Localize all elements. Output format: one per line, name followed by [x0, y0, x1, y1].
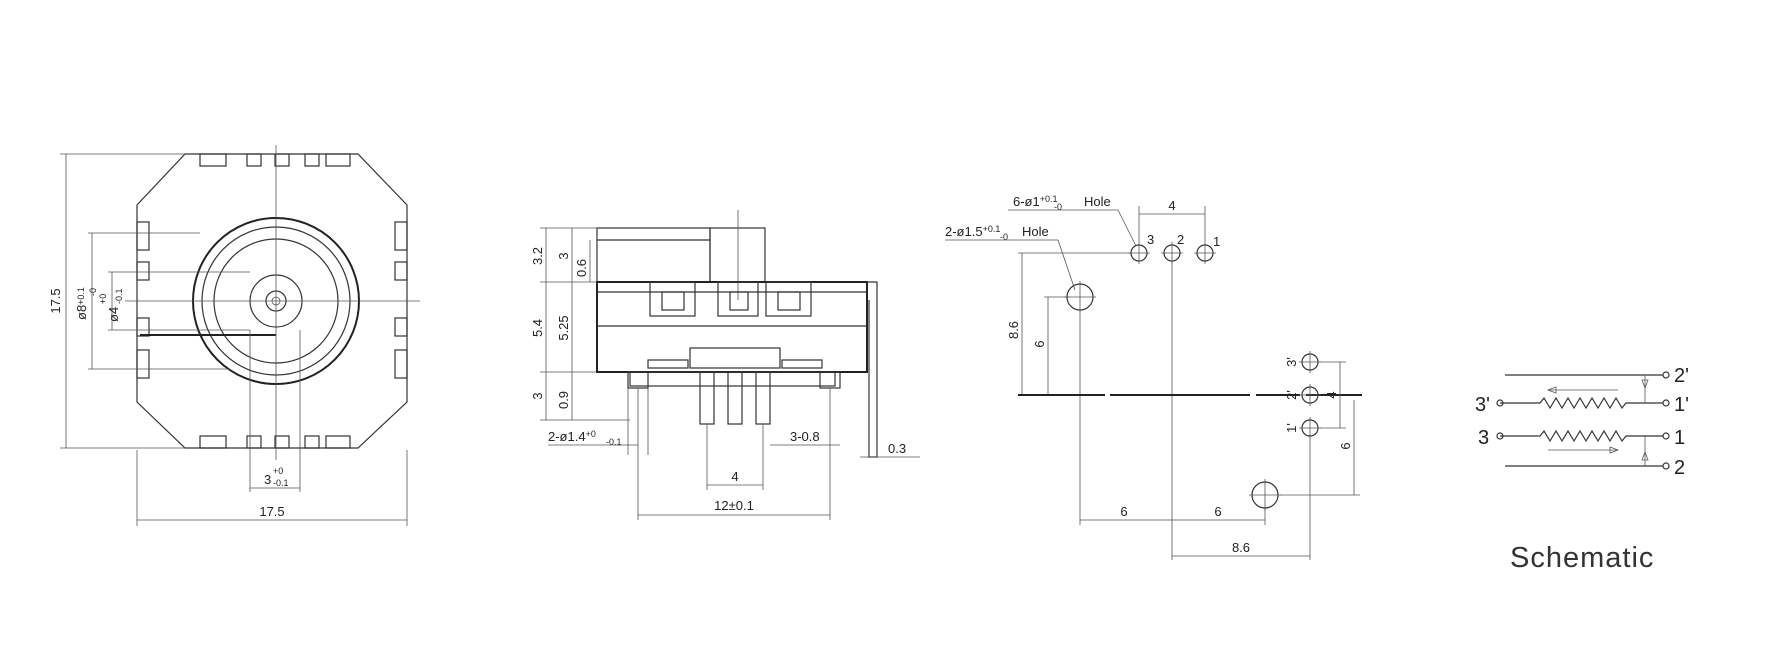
- dim-pin-width: 3-0.8: [790, 429, 820, 444]
- dim-5-25: 5.25: [556, 315, 571, 340]
- schematic-title: Schematic: [1510, 542, 1654, 574]
- label-6-hole: 6-ø1+0.1: [1013, 194, 1058, 209]
- dim-12: 12±0.1: [714, 498, 754, 513]
- dim-pcb-8-6-h: 8.6: [1232, 540, 1250, 555]
- dim-outer-dia-label: ø8+0.1: [74, 287, 89, 320]
- side-body: [596, 281, 868, 373]
- dim-height-label: 17.5: [48, 288, 63, 313]
- dim-outer-dia-tol-low: -0: [88, 288, 98, 296]
- label-2-hole-tol-low: -0: [1000, 232, 1008, 242]
- label-2-hole: 2-ø1.5+0.1: [945, 224, 1000, 239]
- top-view: 17.5 17.5 ø8+0.1 -0 ø4 +0 -0.1 3 +0 -0.1: [48, 145, 420, 526]
- schematic-resistor-upper: [1500, 396, 1663, 410]
- dim-5-4: 5.4: [530, 319, 545, 337]
- schematic-pin-2p: 2': [1674, 365, 1689, 387]
- dim-pcb-4-right: 4: [1324, 391, 1339, 398]
- side-shaft: [709, 227, 766, 283]
- top-view-tabs-left: [136, 221, 150, 379]
- schematic-pin-1: 1: [1674, 427, 1685, 449]
- dim-pcb-8-6-v: 8.6: [1006, 321, 1021, 339]
- side-knob: [596, 227, 711, 283]
- schematic-pin-1p: 1': [1674, 394, 1689, 416]
- pcb-pin-3-label: 3: [1147, 232, 1154, 247]
- dim-3b: 3: [530, 392, 545, 399]
- dim-pin-pitch: 4: [731, 469, 738, 484]
- dim-inner-dia-tol-up: +0: [98, 294, 108, 304]
- label-6-hole-tol-low: -0: [1054, 202, 1062, 212]
- dim-inner-dia-tol-low: -0.1: [114, 288, 124, 304]
- dim-3-2: 3.2: [530, 247, 545, 265]
- dim-3: 3: [556, 252, 571, 259]
- side-view: 3.2 3 0.6 5.4 5.25 3 0.9 2-ø1.4+0 -0.1 3…: [530, 210, 920, 520]
- pcb-pin-3p-label: 3': [1284, 357, 1299, 367]
- dim-inner-dia-label: ø4: [106, 307, 121, 322]
- dim-pcb-6-a: 6: [1120, 504, 1127, 519]
- side-pins: [627, 371, 841, 425]
- schematic-pin-3: 3: [1478, 427, 1489, 449]
- dim-pcb-6-right: 6: [1338, 442, 1353, 449]
- pcb-pin-2p-label: 2': [1284, 390, 1299, 400]
- schematic-resistor-lower: [1500, 429, 1663, 443]
- label-2-hole-word: Hole: [1022, 224, 1049, 239]
- pcb-pin-2-label: 2: [1177, 232, 1184, 247]
- dim-shaft-tol-up: +0: [273, 466, 283, 476]
- dim-width-label: 17.5: [259, 504, 284, 519]
- schematic: 2' 3' 1' 3 1 2 Schematic: [1475, 365, 1689, 574]
- pcb-pin-1-label: 1: [1213, 234, 1220, 249]
- dim-0-3: 0.3: [888, 441, 906, 456]
- top-view-tabs-right: [394, 221, 408, 379]
- pcb-top-holes: [1128, 242, 1216, 264]
- dim-0-9: 0.9: [556, 391, 571, 409]
- dim-pin-hole-tol-low: -0.1: [606, 437, 622, 447]
- pcb-layout: 6-ø1+0.1 -0 Hole 2-ø1.5+0.1 -0 Hole 3 2 …: [945, 194, 1362, 560]
- dim-shaft-tol-low: -0.1: [273, 478, 289, 488]
- dim-pcb-4-top: 4: [1168, 198, 1175, 213]
- schematic-pin-3p: 3': [1475, 394, 1490, 416]
- side-right-lug: [867, 281, 878, 458]
- pcb-right-holes: [1299, 351, 1321, 439]
- top-view-tabs-bottom: [199, 435, 351, 449]
- schematic-pin-2: 2: [1674, 457, 1685, 479]
- dim-0-6: 0.6: [574, 259, 589, 277]
- dim-pcb-6-v: 6: [1032, 340, 1047, 347]
- top-view-tabs-top: [199, 153, 351, 167]
- label-6-hole-word: Hole: [1084, 194, 1111, 209]
- dim-pin-hole: 2-ø1.4+0: [548, 429, 596, 444]
- dim-pcb-6-b: 6: [1214, 504, 1221, 519]
- pcb-pin-1p-label: 1': [1284, 423, 1299, 433]
- dim-shaft-label: 3: [264, 472, 271, 487]
